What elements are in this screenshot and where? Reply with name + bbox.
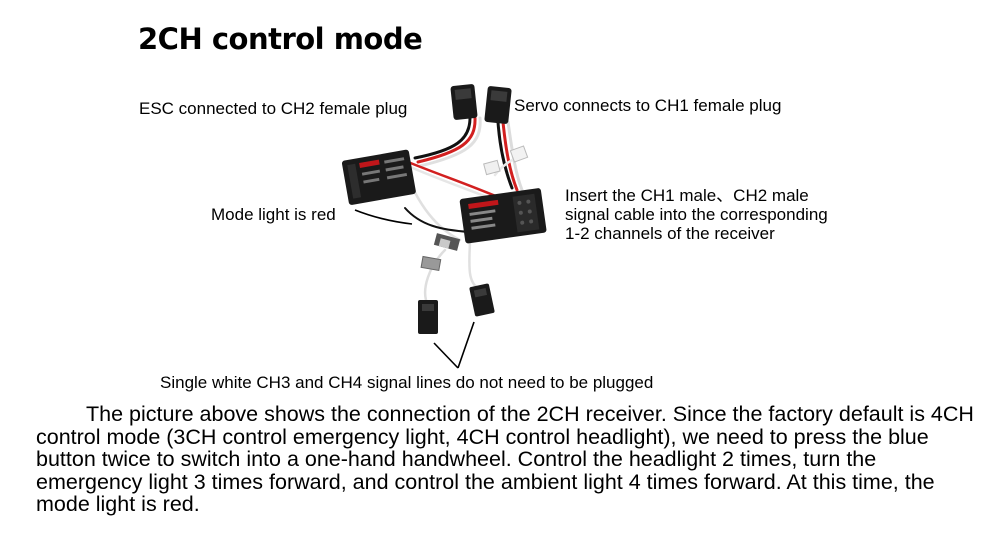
mode-light-pointer bbox=[354, 209, 413, 225]
insert-label-line1: Insert the CH1 male、CH2 male bbox=[565, 186, 809, 205]
receiver-2ch bbox=[459, 188, 547, 244]
pointer-ch3 bbox=[433, 342, 459, 369]
servo-label: Servo connects to CH1 female plug bbox=[514, 96, 782, 115]
description-paragraph: The picture above shows the connection o… bbox=[36, 403, 976, 516]
insert-label-line3: 1-2 channels of the receiver bbox=[565, 224, 775, 243]
single-white-label: Single white CH3 and CH4 signal lines do… bbox=[160, 373, 654, 392]
description-text: The picture above shows the connection o… bbox=[36, 402, 974, 516]
mode-light-label: Mode light is red bbox=[211, 205, 336, 224]
insert-label-line2: signal cable into the corresponding bbox=[565, 205, 828, 224]
ch4-plug bbox=[469, 283, 495, 317]
pointer-ch4 bbox=[457, 321, 475, 369]
esc-label: ESC connected to CH2 female plug bbox=[139, 99, 408, 118]
page-title: 2CH control mode bbox=[138, 22, 423, 56]
receiver-wiring-photo bbox=[341, 84, 547, 369]
light-control-module bbox=[341, 149, 416, 205]
